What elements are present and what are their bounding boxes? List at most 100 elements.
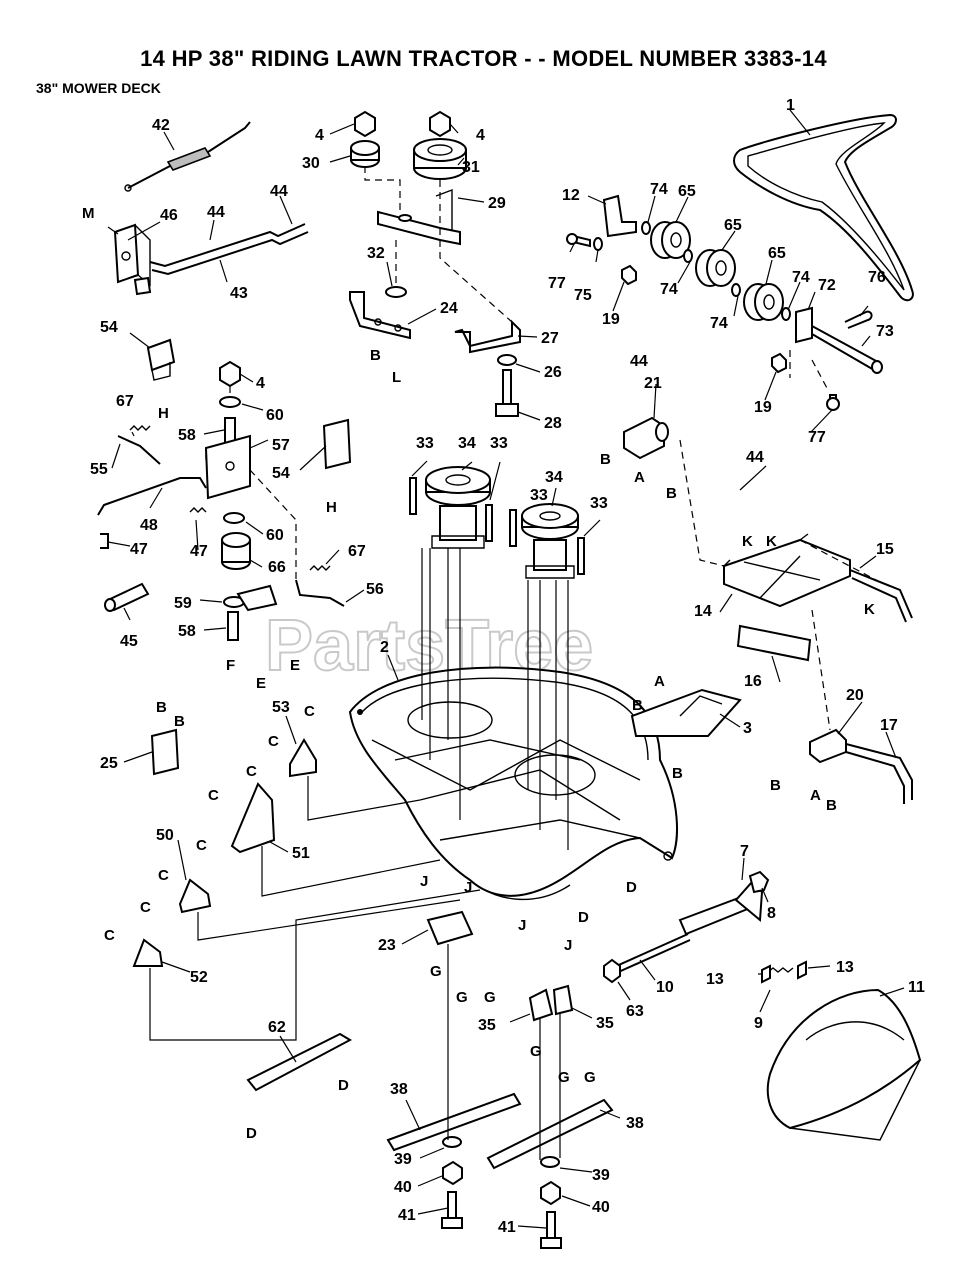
part-label-28[interactable]: 28 (544, 415, 562, 432)
bracket-50[interactable] (178, 878, 212, 914)
nut-63[interactable] (603, 958, 621, 984)
part-label-24[interactable]: 24 (440, 300, 458, 317)
bracket-3[interactable] (630, 688, 742, 737)
bracket-72[interactable] (795, 306, 813, 344)
part-label-7[interactable]: 7 (740, 843, 749, 860)
part-label-60a[interactable]: 60 (266, 407, 284, 424)
part-label-38b[interactable]: 38 (626, 1115, 644, 1132)
part-label-40a[interactable]: 40 (394, 1179, 412, 1196)
spindle-34-left[interactable] (425, 466, 491, 549)
drive-belt[interactable] (733, 113, 914, 302)
clip-47[interactable] (100, 533, 109, 549)
part-label-53[interactable]: 53 (272, 699, 290, 716)
bolt-28[interactable] (495, 369, 519, 417)
pulley-65-c[interactable] (743, 283, 784, 321)
part-label-16[interactable]: 16 (744, 673, 762, 690)
nut-8[interactable] (748, 870, 770, 894)
part-label-65b[interactable]: 65 (724, 217, 742, 234)
bracket-27[interactable] (454, 319, 521, 354)
rod-56[interactable] (295, 579, 345, 607)
washer-39-right[interactable] (540, 1156, 560, 1168)
clip-76[interactable] (844, 310, 873, 329)
part-label-55[interactable]: 55 (90, 461, 108, 478)
part-label-10[interactable]: 10 (656, 979, 674, 996)
part-label-51[interactable]: 51 (292, 845, 310, 862)
bolt-41-right[interactable] (540, 1211, 562, 1249)
part-label-35a[interactable]: 35 (478, 1017, 496, 1034)
blade-38-left[interactable] (386, 1092, 522, 1152)
part-label-52[interactable]: 52 (190, 969, 208, 986)
washer-39-left[interactable] (442, 1136, 462, 1148)
part-label-13b[interactable]: 13 (836, 959, 854, 976)
part-label-31[interactable]: 31 (462, 159, 480, 176)
spring-47[interactable] (189, 507, 207, 513)
washer-60-upper[interactable] (219, 396, 241, 408)
bracket-59-plate[interactable] (236, 584, 278, 612)
washer-26[interactable] (497, 354, 517, 366)
part-label-32[interactable]: 32 (367, 245, 385, 262)
part-label-23[interactable]: 23 (378, 937, 396, 954)
bolt-77-left[interactable] (566, 233, 603, 251)
part-label-60b[interactable]: 60 (266, 527, 284, 544)
part-label-74a[interactable]: 74 (650, 181, 668, 198)
spacer-32[interactable] (385, 286, 407, 298)
idler-arm-29[interactable] (377, 188, 461, 246)
part-label-74c[interactable]: 74 (710, 315, 728, 332)
part-label-45[interactable]: 45 (120, 633, 138, 650)
part-label-74d[interactable]: 74 (792, 269, 810, 286)
adapter-23[interactable] (426, 910, 474, 946)
bolts-33[interactable] (409, 477, 585, 575)
nut-4-right[interactable] (429, 110, 451, 138)
chute-11[interactable] (766, 988, 922, 1141)
part-label-15[interactable]: 15 (876, 541, 894, 558)
mower-deck-housing[interactable] (348, 666, 678, 901)
rod-73[interactable] (811, 325, 883, 374)
bracket-12[interactable] (602, 194, 637, 238)
part-label-73[interactable]: 73 (876, 323, 894, 340)
part-label-14[interactable]: 14 (694, 603, 712, 620)
bracket-7[interactable] (678, 880, 764, 936)
part-label-33a[interactable]: 33 (416, 435, 434, 452)
part-label-29[interactable]: 29 (488, 195, 506, 212)
part-label-56[interactable]: 56 (366, 581, 384, 598)
bolt-41-left[interactable] (441, 1191, 463, 1229)
part-label-13a[interactable]: 13 (706, 971, 724, 988)
part-label-65a[interactable]: 65 (678, 183, 696, 200)
adapter-35-right[interactable] (552, 984, 574, 1016)
spring-67-upper[interactable] (129, 425, 151, 431)
part-label-75[interactable]: 75 (574, 287, 592, 304)
tube-45[interactable] (104, 582, 150, 612)
blade-38-right[interactable] (486, 1098, 614, 1170)
part-label-21[interactable]: 21 (644, 375, 662, 392)
part-label-27[interactable]: 27 (541, 330, 559, 347)
part-label-42[interactable]: 42 (152, 117, 170, 134)
part-label-67a[interactable]: 67 (116, 393, 134, 410)
part-label-66[interactable]: 66 (268, 559, 286, 576)
part-label-72[interactable]: 72 (818, 277, 836, 294)
bracket-24[interactable] (349, 291, 411, 340)
lever-55[interactable] (117, 435, 161, 465)
part-label-43[interactable]: 43 (230, 285, 248, 302)
part-label-33c[interactable]: 33 (590, 495, 608, 512)
part-label-9[interactable]: 9 (754, 1015, 763, 1032)
washer-60-lower[interactable] (223, 512, 245, 524)
rod-48[interactable] (97, 477, 207, 516)
part-label-46[interactable]: 46 (160, 207, 178, 224)
part-label-25[interactable]: 25 (100, 755, 118, 772)
part-label-11[interactable]: 11 (908, 979, 925, 996)
part-label-19a[interactable]: 19 (602, 311, 620, 328)
bracket-57[interactable] (204, 434, 251, 500)
part-label-1[interactable]: 1 (786, 97, 795, 114)
bushing-66[interactable] (221, 532, 251, 570)
nut-19-lower[interactable] (771, 352, 787, 374)
part-label-54b[interactable]: 54 (272, 465, 290, 482)
bolt-77-right[interactable] (826, 394, 840, 411)
rod-17[interactable] (845, 743, 913, 804)
part-label-34a[interactable]: 34 (458, 435, 476, 452)
bracket-62[interactable] (246, 1032, 353, 1092)
washer-40-right[interactable] (540, 1180, 561, 1206)
part-label-44d[interactable]: 44 (746, 449, 764, 466)
part-label-17[interactable]: 17 (880, 717, 898, 734)
part-label-65c[interactable]: 65 (768, 245, 786, 262)
rod-43[interactable] (149, 223, 309, 276)
